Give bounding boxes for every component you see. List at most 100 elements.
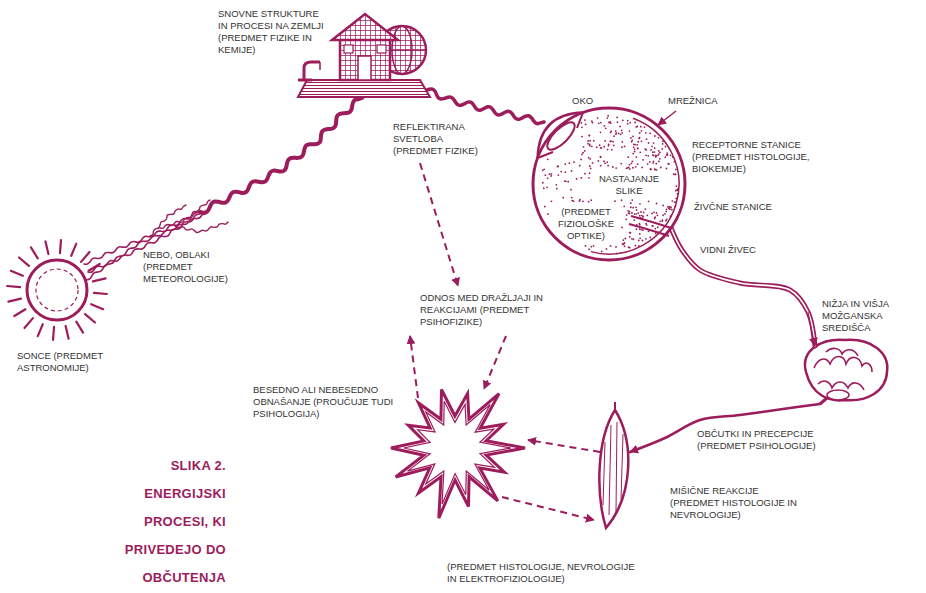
retina-stipple <box>591 145 593 147</box>
nerve-line <box>808 312 815 346</box>
retina-stipple <box>646 214 648 216</box>
retina-stipple <box>600 147 602 149</box>
retina-stipple <box>644 148 646 150</box>
retina-stipple <box>585 124 587 126</box>
sun-ray <box>24 318 32 328</box>
retina-stipple <box>607 165 609 167</box>
retina-stipple <box>645 154 647 156</box>
retina-stipple <box>573 161 575 163</box>
retina-stipple <box>632 153 634 155</box>
retina-stipple <box>556 188 558 190</box>
retina-stipple <box>593 140 595 142</box>
retina-stipple <box>588 201 590 203</box>
house-drawing <box>340 38 390 80</box>
retina-stipple <box>612 166 614 168</box>
retina-stipple <box>649 161 651 163</box>
retina-stipple <box>591 246 593 248</box>
nerve-line <box>630 404 820 452</box>
dashed-arrow <box>502 497 594 520</box>
retina-stipple <box>657 214 659 216</box>
label-text: OKO <box>572 95 593 107</box>
retina-stipple <box>621 146 623 148</box>
retina-stipple <box>605 127 607 129</box>
retina-stipple <box>596 146 598 148</box>
brain-drawing <box>827 390 849 400</box>
retina-stipple <box>648 142 650 144</box>
retina-stipple <box>637 147 639 149</box>
retina-stipple <box>657 154 659 156</box>
retina-stipple <box>636 228 638 230</box>
retina-stipple <box>581 122 583 124</box>
retina-stipple <box>651 225 653 227</box>
retina-stipple <box>670 206 672 208</box>
retina-stipple <box>629 164 631 166</box>
retina-stipple <box>641 166 643 168</box>
retina-stipple <box>589 165 591 167</box>
retina-stipple <box>588 157 590 159</box>
sun-ray <box>60 240 61 253</box>
retina-stipple <box>600 122 602 124</box>
label-text: REFLEKTIRANA SVETLOBA (PREDMET FIZIKE) <box>393 121 493 157</box>
retina-stipple <box>588 135 590 137</box>
retina-stipple <box>666 218 668 220</box>
retina-stipple <box>629 168 631 170</box>
house-drawing <box>332 14 398 40</box>
house-drawing <box>298 80 430 97</box>
retina-stipple <box>675 169 677 171</box>
retina-stipple <box>589 145 591 147</box>
retina-stipple <box>630 232 632 234</box>
sun-ray <box>8 299 21 302</box>
cornea <box>538 113 583 158</box>
retina-stipple <box>665 146 667 148</box>
retina-stipple <box>543 187 545 189</box>
retina-stipple <box>589 158 591 160</box>
retina-stipple <box>655 228 657 230</box>
retina-stipple <box>629 236 631 238</box>
retina-stipple <box>658 150 660 152</box>
retina-stipple <box>557 166 559 168</box>
sun-ray <box>53 327 54 340</box>
dashed-arrow <box>410 336 418 398</box>
sun-ray <box>76 322 83 333</box>
retina-stipple <box>654 135 656 137</box>
retina-stipple <box>587 140 589 142</box>
retina-stipple <box>579 165 581 167</box>
retina-stipple <box>647 155 649 157</box>
sun-drawing <box>36 269 78 311</box>
retina-stipple <box>610 140 612 142</box>
retina-stipple <box>606 117 608 119</box>
retina-stipple <box>634 151 636 153</box>
retina-stipple <box>611 149 613 151</box>
retina-stipple <box>635 126 637 128</box>
retina-stipple <box>604 140 606 142</box>
house-drawing <box>377 45 386 53</box>
retina-stipple <box>633 146 635 148</box>
retina-stipple <box>555 184 557 186</box>
retina-stipple <box>667 206 669 208</box>
retina-stipple <box>653 161 655 163</box>
brain-drawing <box>805 340 887 401</box>
retina-stipple <box>560 171 562 173</box>
label-text: NEBO, OBLAKI (PREDMET METEOROLOGIJE) <box>143 249 235 285</box>
retina-stipple <box>608 145 610 147</box>
node-text: NASTAJANJE SLIKE <box>593 173 665 197</box>
retina-stipple <box>568 162 570 164</box>
retina-stipple <box>615 130 617 132</box>
retina-stipple <box>580 159 582 161</box>
brain-drawing <box>826 348 858 356</box>
retina-stipple <box>622 243 624 245</box>
retina-stipple <box>638 240 640 242</box>
retina-stipple <box>628 212 630 214</box>
retina-stipple <box>664 213 666 215</box>
retina-stipple <box>636 213 638 215</box>
sun-drawing <box>27 260 87 320</box>
retina-stipple <box>576 178 578 180</box>
retina-stipple <box>598 122 600 124</box>
retina-stipple <box>629 122 631 124</box>
retina-stipple <box>629 211 631 213</box>
retina-stipple <box>547 177 549 179</box>
retina-stipple <box>658 161 660 163</box>
sun-ray <box>11 271 23 276</box>
retina-stipple <box>601 251 603 253</box>
nerve-line <box>671 228 815 346</box>
